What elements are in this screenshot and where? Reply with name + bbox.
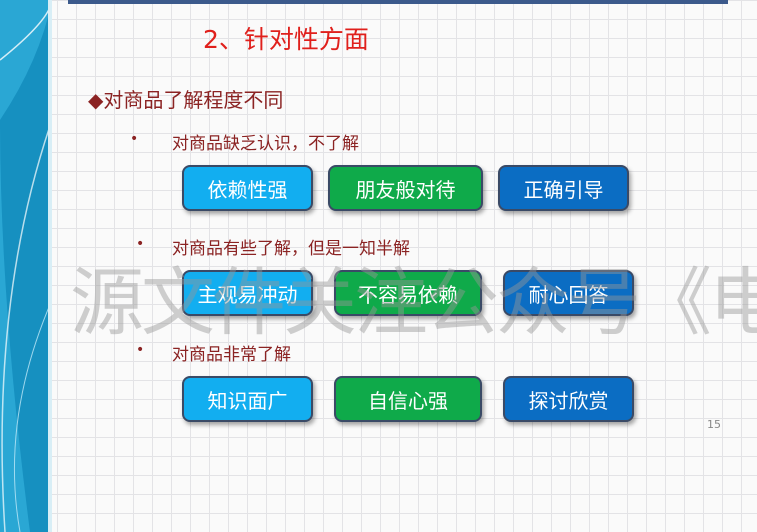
bullet-text: 对商品缺乏认识，不了解 <box>172 134 359 154</box>
box-button: 正确引导 <box>498 165 629 211</box>
bullet-text: 对商品有些了解，但是一知半解 <box>172 239 410 259</box>
box-button: 朋友般对待 <box>328 165 483 211</box>
box-button: 不容易依赖 <box>334 270 482 316</box>
box-button: 耐心回答 <box>503 270 634 316</box>
box-button: 知识面广 <box>182 376 313 422</box>
bullet-dot: • <box>136 236 145 252</box>
slide-title: 2、针对性方面 <box>203 25 369 54</box>
bullet-dot: • <box>130 131 139 147</box>
box-button: 自信心强 <box>334 376 482 422</box>
watermark: 源文件关注公众号《电商客管说》 <box>70 260 757 346</box>
box-button: 探讨欣赏 <box>503 376 634 422</box>
box-button: 主观易冲动 <box>182 270 313 316</box>
section-heading: ◆对商品了解程度不同 <box>88 88 284 112</box>
top-border-line <box>68 0 728 4</box>
page-number: 15 <box>707 418 721 431</box>
bullet-text: 对商品非常了解 <box>172 345 291 365</box>
decorative-side-band <box>0 0 52 532</box>
box-button: 依赖性强 <box>182 165 313 211</box>
bullet-dot: • <box>136 342 145 358</box>
